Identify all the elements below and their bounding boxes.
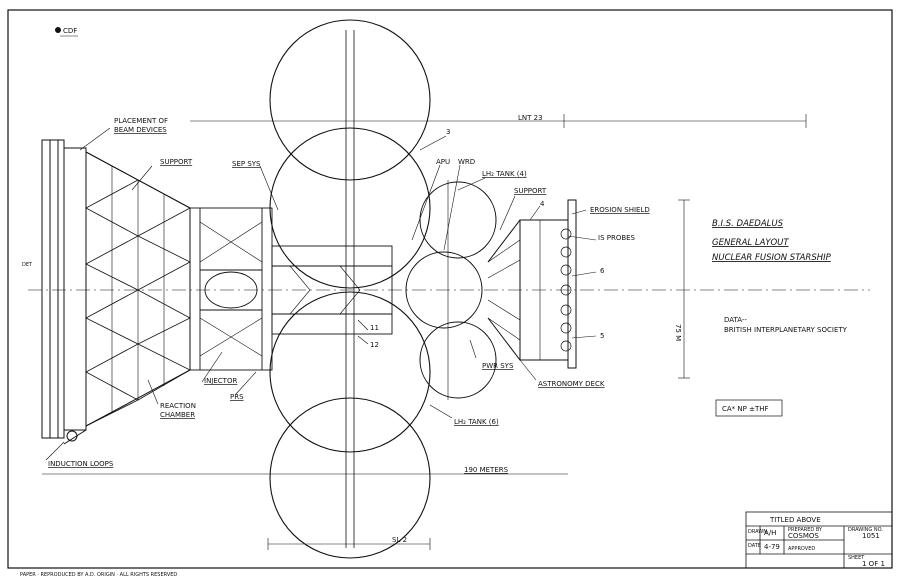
- credit-text: CA* NP ±THF: [722, 405, 769, 413]
- cdf-mark: CDF: [55, 27, 78, 37]
- drawing-title: B.I.S. DAEDALUS GENERAL LAYOUT NUCLEAR F…: [712, 219, 848, 334]
- label-placement: PLACEMENT OF: [114, 117, 168, 125]
- label-4: 4: [540, 200, 545, 208]
- label-erosion-shield: EROSION SHIELD: [590, 206, 650, 214]
- tb-sheet-value: 1 OF 1: [862, 560, 885, 568]
- leader-lines: [45, 127, 597, 461]
- dim-height: 75 M: [674, 324, 682, 341]
- data-label: DATA--: [724, 316, 747, 324]
- drawing-border: [7, 9, 893, 569]
- label-6: 6: [600, 267, 605, 275]
- label-injector: INJECTOR: [204, 377, 237, 385]
- label-support-right: SUPPORT: [514, 187, 547, 195]
- tb-date-label: DATE: [748, 543, 761, 549]
- reaction-chamber-frame: [189, 207, 393, 371]
- credit-box: CA* NP ±THF: [715, 399, 783, 417]
- tb-dwg-label: DRAWING NO.: [848, 527, 883, 533]
- footer-note: PAPER · REPRODUCED BY A.D. ORIGIN · ALL …: [20, 572, 177, 578]
- tb-dwg-value: 1051: [862, 532, 880, 540]
- label-chamber: CHAMBER: [160, 411, 195, 419]
- label-3: 3: [446, 128, 450, 136]
- dimension-lines: [42, 114, 807, 550]
- tb-date-value: 4-79: [764, 543, 780, 551]
- tb-prepared-value: COSMOS: [788, 532, 819, 540]
- dim-lnt: LNT 23: [518, 114, 543, 122]
- title-line-2: GENERAL LAYOUT: [712, 238, 789, 248]
- title-line-3: NUCLEAR FUSION STARSHIP: [712, 253, 832, 263]
- tb-title: TITLED ABOVE: [769, 516, 821, 524]
- data-source: BRITISH INTERPLANETARY SOCIETY: [724, 326, 848, 334]
- tb-drawn-label: DRAWN: [748, 529, 767, 535]
- label-reaction: REACTION: [160, 402, 196, 410]
- main-tanks: [269, 19, 431, 559]
- title-line-1: B.I.S. DAEDALUS: [712, 219, 784, 229]
- label-pwr-sys: PWR SYS: [482, 362, 514, 370]
- dimension-texts: LNT 23 75 M 190 METERS SL 2: [392, 114, 682, 544]
- title-block: [745, 511, 893, 569]
- tb-approved-label: APPROVED: [788, 546, 815, 552]
- small-tanks: [405, 180, 497, 400]
- label-lh2-tank-4: LH₂ TANK (4): [482, 170, 527, 178]
- tb-sheet-label: SHEET: [848, 555, 865, 561]
- label-5: 5: [600, 332, 604, 340]
- label-astronomy-deck: ASTRONOMY DECK: [538, 380, 605, 388]
- payload-bay: [487, 199, 577, 369]
- label-sep-sys: SEP SYS: [232, 160, 261, 168]
- label-apu: APU: [436, 158, 450, 166]
- dim-sl: SL 2: [392, 536, 407, 544]
- label-beam-devices: BEAM DEVICES: [114, 126, 167, 134]
- callout-labels: PLACEMENT OF BEAM DEVICES SUPPORT SEP SY…: [22, 117, 650, 468]
- label-wrd: WRD: [458, 158, 475, 166]
- label-11: 11: [370, 324, 379, 332]
- label-is-probes: IS PROBES: [598, 234, 636, 242]
- tb-drawn-value: A/H: [764, 529, 776, 537]
- tb-prepared-label: PREPARED BY: [788, 527, 823, 533]
- probe-bays: [560, 228, 572, 352]
- label-det: DET: [22, 262, 33, 268]
- title-block-text: TITLED ABOVE DRAWN A/H DATE 4-79 PREPARE…: [748, 516, 885, 568]
- cdf-text: CDF: [63, 27, 77, 35]
- engine-nozzle: [41, 139, 191, 445]
- label-support-left: SUPPORT: [160, 158, 193, 166]
- dim-length: 190 METERS: [464, 466, 509, 474]
- label-12: 12: [370, 341, 379, 349]
- label-induction-loops: INDUCTION LOOPS: [48, 460, 114, 468]
- label-prs: PRS: [230, 393, 244, 401]
- label-lh2-tank-6: LH₂ TANK (6): [454, 418, 499, 426]
